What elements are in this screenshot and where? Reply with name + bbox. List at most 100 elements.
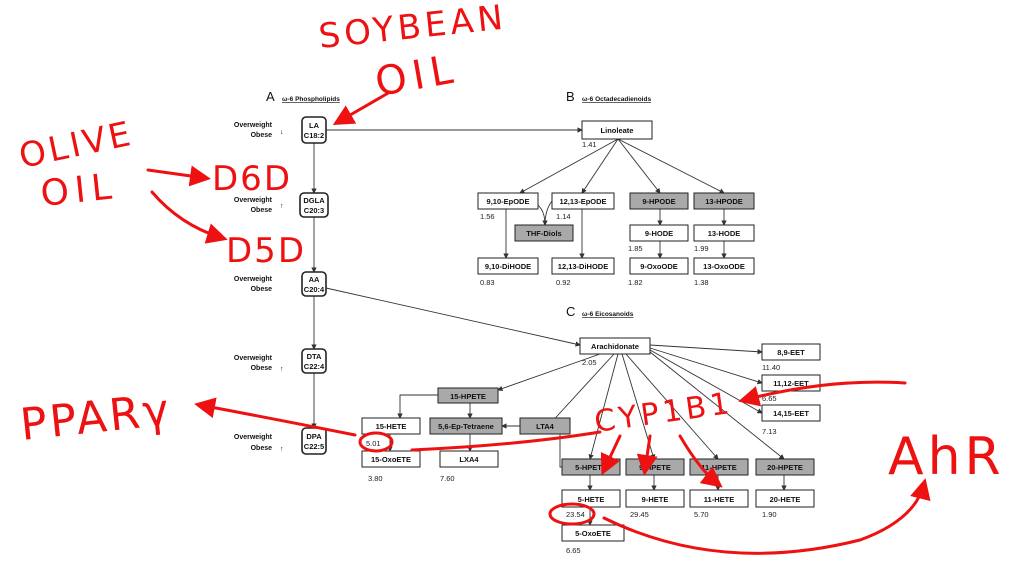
node-linoleate: Linoleate 1.41 [581, 120, 653, 149]
svg-text:Obese: Obese [251, 207, 273, 214]
phospholipid-dpa: DPA C22:5 Overweight Obese ↑ [234, 427, 327, 455]
trend-up-icon: ↑ [280, 366, 284, 373]
svg-text:7.60: 7.60 [440, 474, 455, 483]
red-annotations: SOYBEAN OIL OLIVE OIL D6D D5D PPARγ CYP1… [16, 0, 1005, 555]
svg-text:11.40: 11.40 [762, 363, 780, 372]
svg-text:1.85: 1.85 [628, 244, 643, 253]
svg-text:5.70: 5.70 [694, 510, 709, 519]
svg-text:6.65: 6.65 [762, 394, 777, 403]
svg-text:LXA4: LXA4 [459, 455, 479, 464]
svg-text:1.14: 1.14 [556, 212, 571, 221]
node-5-oxoete: 5-OxoETE 6.65 [561, 524, 625, 555]
svg-text:Linoleate: Linoleate [601, 126, 634, 135]
svg-text:9,10-EpODE: 9,10-EpODE [487, 197, 530, 206]
svg-text:DPA: DPA [306, 432, 322, 441]
svg-text:7.13: 7.13 [762, 427, 777, 436]
svg-text:0.83: 0.83 [480, 278, 495, 287]
svg-text:Overweight: Overweight [234, 197, 273, 204]
annotation-oil-olive: OIL [39, 166, 120, 215]
section-b-title: ω-6 Octadecadienoids [582, 96, 651, 103]
svg-text:C22:5: C22:5 [304, 442, 324, 451]
svg-text:15-OxoETE: 15-OxoETE [371, 455, 411, 464]
svg-text:29.45: 29.45 [630, 510, 649, 519]
node-9-hpete: 9-HPETE [625, 458, 685, 476]
node-20-hpete: 20-HPETE [755, 458, 815, 476]
svg-text:20-HPETE: 20-HPETE [767, 463, 803, 472]
svg-text:9,10-DiHODE: 9,10-DiHODE [485, 262, 531, 271]
svg-text:20-HETE: 20-HETE [770, 495, 801, 504]
svg-text:5-HPETE: 5-HPETE [575, 463, 607, 472]
phospholipid-aa: AA C20:4 Overweight Obese [234, 271, 327, 297]
section-c-letter: C [566, 304, 575, 319]
node-thf-diols: THF-Diols [514, 224, 574, 242]
node-9-oxoode: 9-OxoODE 1.82 [628, 257, 689, 287]
svg-text:DTA: DTA [307, 352, 322, 361]
node-13-hode: 13-HODE 1.99 [693, 224, 755, 253]
svg-text:Overweight: Overweight [234, 434, 273, 441]
svg-text:11-HETE: 11-HETE [704, 495, 734, 504]
node-lxa4: LXA4 7.60 [439, 450, 499, 483]
node-12-13-dihode: 12,13-DiHODE 0.92 [551, 257, 615, 287]
node-5-6-ep-tetraene: 5,6-Ep-Tetraene [429, 417, 503, 435]
node-9-10-epode: 9,10-EpODE 1.56 [477, 192, 539, 221]
node-15-oxoete: 15-OxoETE 3.80 [361, 450, 421, 483]
svg-text:2.05: 2.05 [582, 358, 597, 367]
svg-text:5.01: 5.01 [366, 439, 381, 448]
svg-text:3.80: 3.80 [368, 474, 383, 483]
node-5-hpete: 5-HPETE [561, 458, 621, 476]
svg-text:1.82: 1.82 [628, 278, 643, 287]
annotation-d6d: D6D [212, 159, 292, 199]
svg-text:15-HPETE: 15-HPETE [450, 392, 486, 401]
trend-up-icon: ↑ [280, 446, 284, 453]
svg-text:C22:4: C22:4 [304, 362, 325, 371]
svg-text:Overweight: Overweight [234, 122, 273, 129]
node-9-hpode: 9-HPODE [629, 192, 689, 210]
svg-text:12,13-DiHODE: 12,13-DiHODE [558, 262, 608, 271]
trend-down-icon: ↓ [280, 129, 284, 136]
phospholipid-la: LA C18:2 Overweight Obese ↓ [234, 116, 327, 144]
section-b-letter: B [566, 89, 575, 104]
node-20-hete: 20-HETE 1.90 [755, 489, 815, 519]
svg-text:C20:4: C20:4 [304, 285, 325, 294]
annotation-cyp1b1: CYP1B1 [592, 386, 735, 440]
svg-text:9-OxoODE: 9-OxoODE [640, 262, 678, 271]
node-9-hode: 9-HODE 1.85 [628, 224, 689, 253]
node-9-hete: 9-HETE 29.45 [625, 489, 685, 519]
svg-text:13-HODE: 13-HODE [708, 229, 741, 238]
svg-text:0.92: 0.92 [556, 278, 571, 287]
annotation-ahr: AhR [888, 427, 1005, 487]
svg-text:LA: LA [309, 121, 320, 130]
svg-text:5,6-Ep-Tetraene: 5,6-Ep-Tetraene [438, 422, 494, 431]
svg-text:1.38: 1.38 [694, 278, 709, 287]
section-a-letter: A [266, 89, 275, 104]
svg-text:C20:3: C20:3 [304, 206, 324, 215]
svg-text:Arachidonate: Arachidonate [591, 342, 639, 351]
svg-text:23.54: 23.54 [566, 510, 585, 519]
svg-text:12,13-EpODE: 12,13-EpODE [559, 197, 606, 206]
svg-text:1.99: 1.99 [694, 244, 709, 253]
section-c-title: ω-6 Eicosanoids [582, 311, 634, 318]
svg-text:THF-Diols: THF-Diols [526, 229, 561, 238]
node-15-hpete: 15-HPETE [437, 387, 499, 404]
annotation-d5d: D5D [226, 231, 306, 271]
svg-text:Obese: Obese [251, 132, 273, 139]
svg-text:5-OxoETE: 5-OxoETE [575, 529, 611, 538]
svg-text:11,12-EET: 11,12-EET [773, 379, 809, 388]
annotation-soybean: SOYBEAN [317, 0, 509, 57]
svg-text:8,9-EET: 8,9-EET [777, 348, 805, 357]
phospholipid-dta: DTA C22:4 Overweight Obese ↑ [234, 348, 327, 374]
svg-text:11-HPETE: 11-HPETE [701, 463, 736, 472]
svg-text:Obese: Obese [251, 445, 273, 452]
svg-text:1.41: 1.41 [582, 140, 597, 149]
section-a-title: ω-6 Phospholipids [282, 96, 340, 103]
svg-text:1.56: 1.56 [480, 212, 495, 221]
svg-text:Obese: Obese [251, 365, 273, 372]
svg-text:C18:2: C18:2 [304, 131, 324, 140]
node-11-hpete: 11-HPETE [689, 458, 749, 476]
node-13-hpode: 13-HPODE [693, 192, 755, 210]
svg-text:9-HPODE: 9-HPODE [642, 197, 675, 206]
node-9-10-dihode: 9,10-DiHODE 0.83 [477, 257, 539, 287]
svg-text:AA: AA [309, 275, 320, 284]
